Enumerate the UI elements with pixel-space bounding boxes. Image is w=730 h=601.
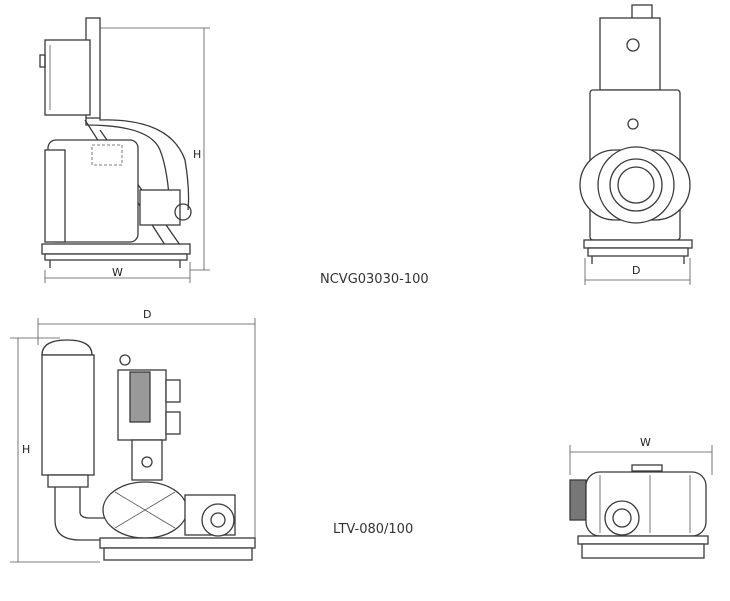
- ncvg-side-view: [39, 17, 210, 283]
- ltv-side-view: [10, 318, 256, 563]
- ncvg-width-label: W: [112, 266, 123, 279]
- ltv-height-label: H: [22, 443, 31, 456]
- model-label-ncvg: NCVG03030-100: [320, 272, 429, 287]
- ncvg-depth-label: D: [632, 264, 641, 277]
- ltv-depth-label: D: [143, 308, 152, 321]
- model-label-ltv: LTV-080/100: [333, 522, 414, 537]
- ncvg-front-view: [579, 4, 693, 285]
- ltv-end-view: [569, 445, 713, 559]
- ncvg-height-label: H: [193, 148, 202, 161]
- ltv-width-label: W: [640, 436, 651, 449]
